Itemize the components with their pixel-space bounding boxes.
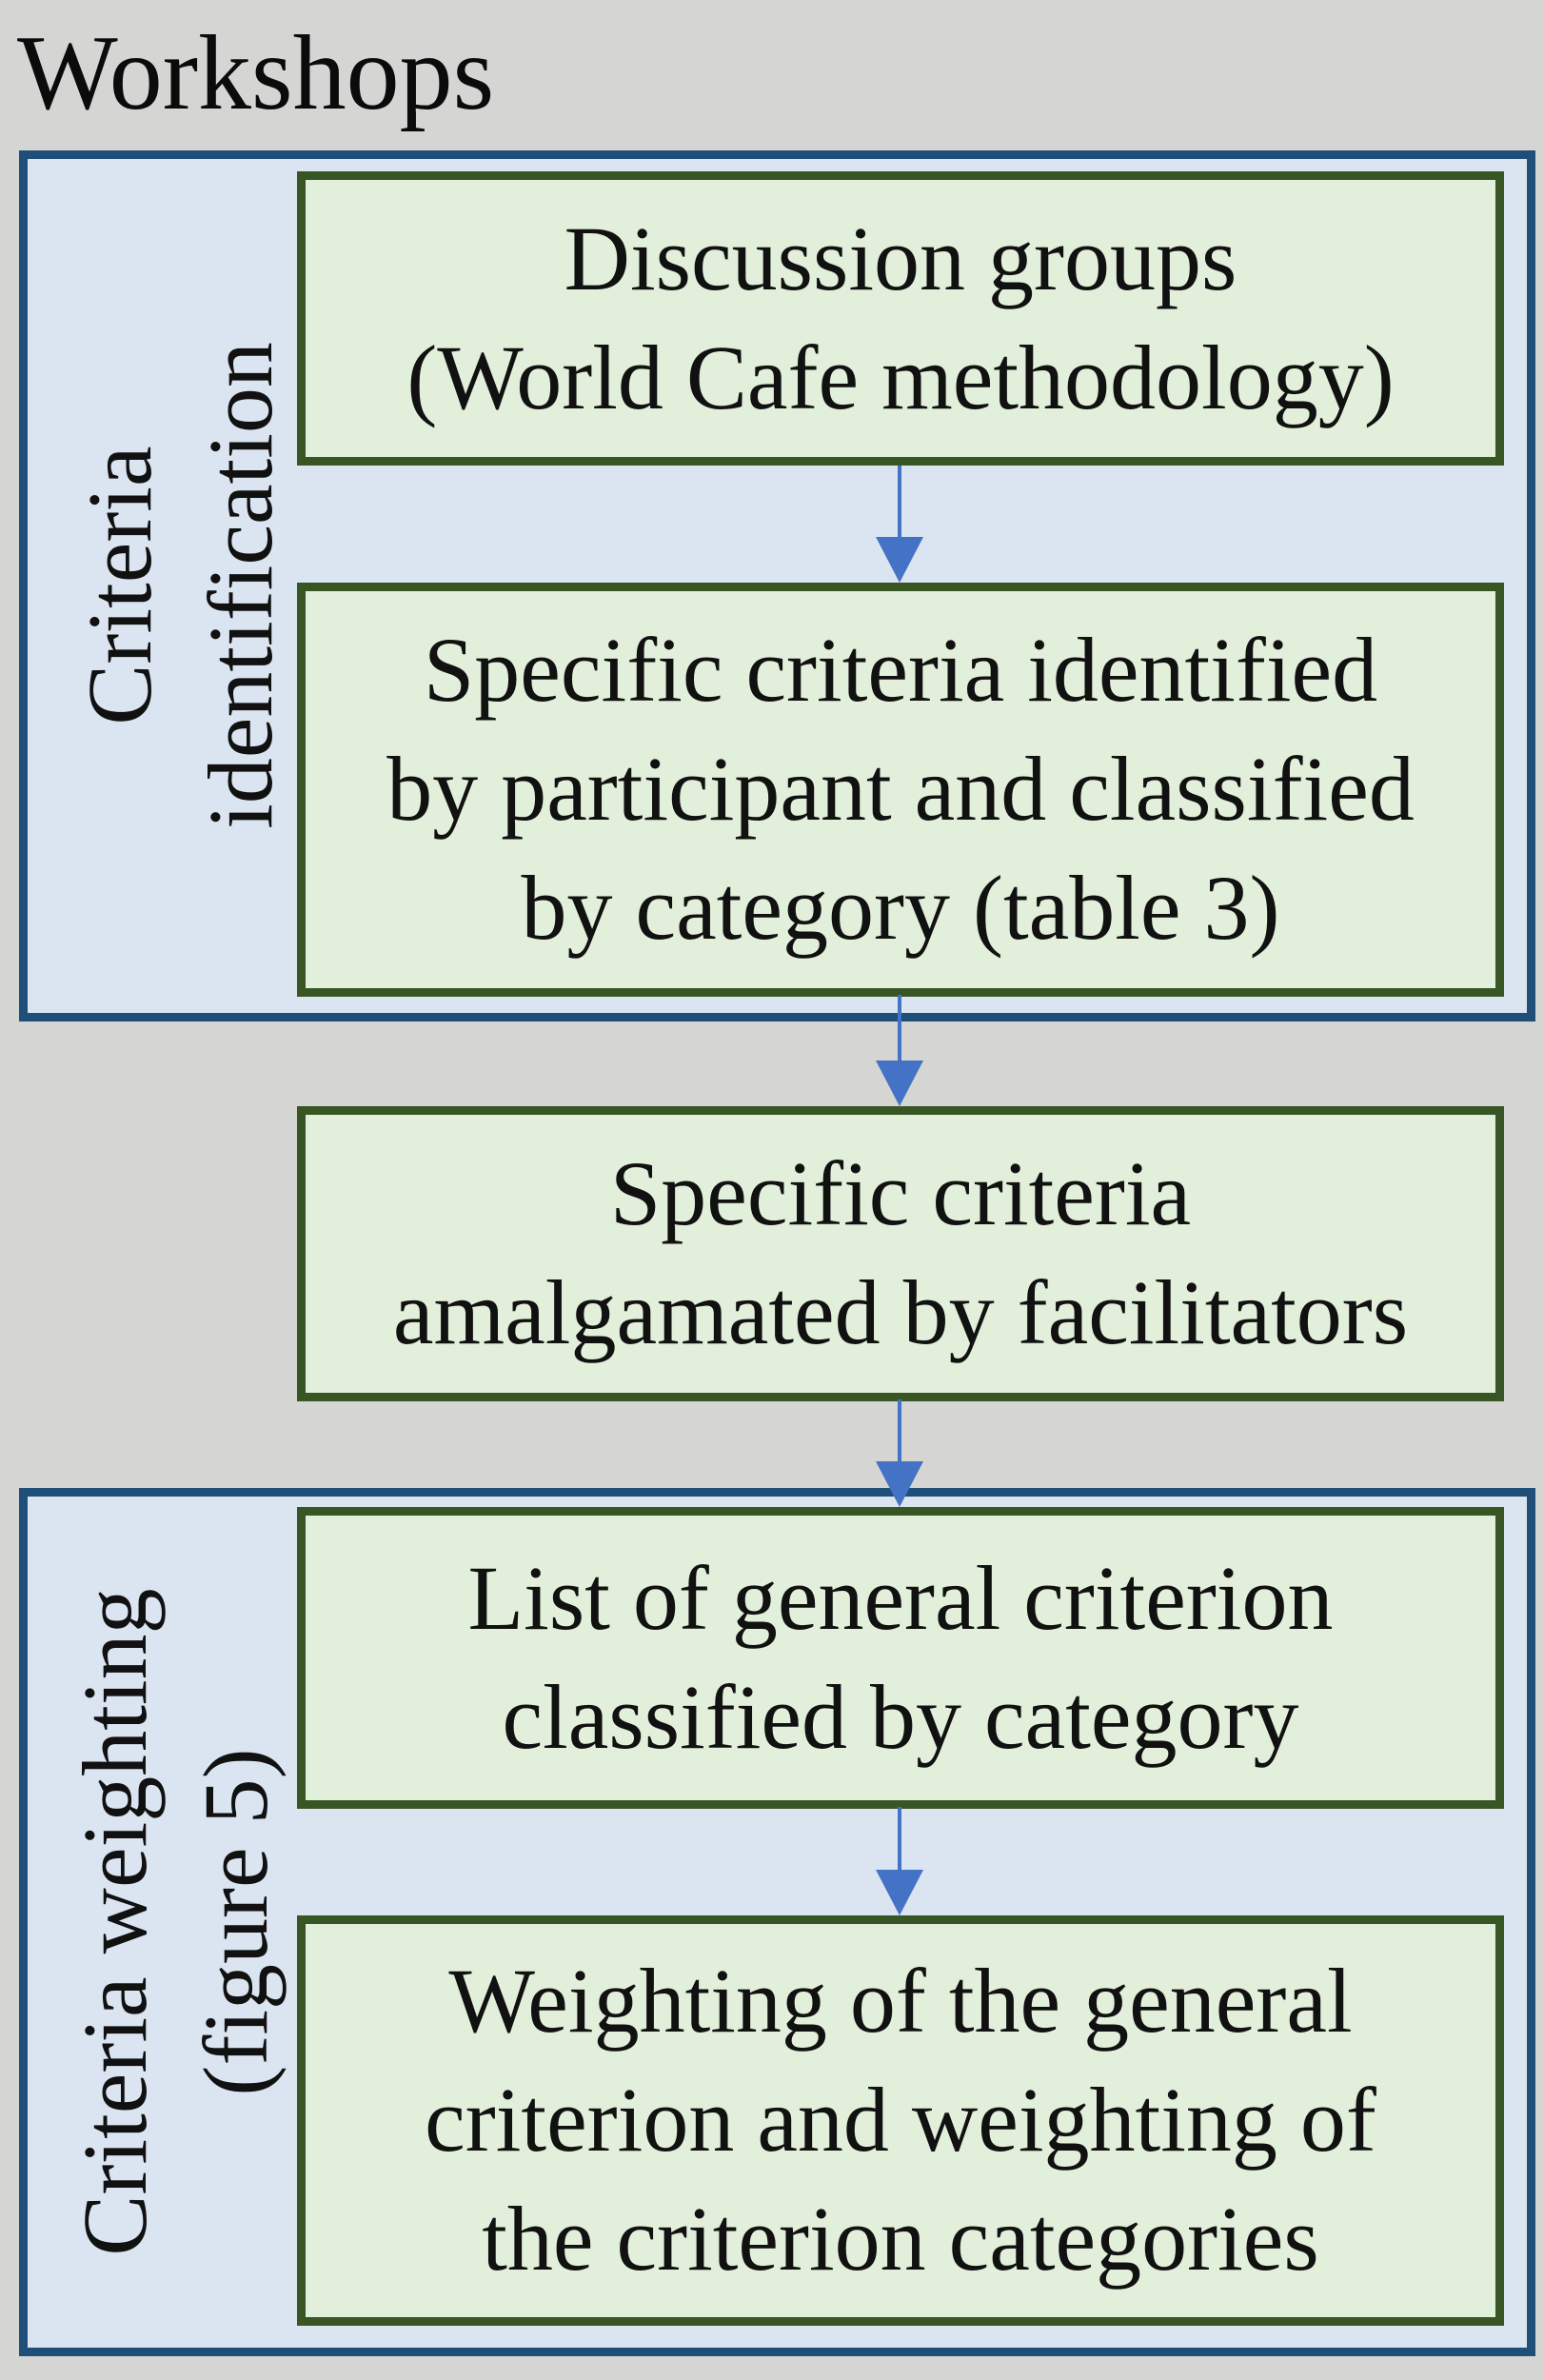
arrow-line [898, 1399, 901, 1465]
box-discussion-groups: Discussion groups (World Cafe methodolog… [297, 171, 1504, 466]
arrow-head-icon [876, 1061, 923, 1106]
down-arrow-2 [876, 995, 923, 1106]
criteria-identification-label: Criteria identification [69, 342, 291, 829]
arrow-head-icon [876, 1870, 923, 1915]
down-arrow-1 [876, 466, 923, 583]
diagram-title: Workshops [17, 14, 495, 132]
box-weighting-general-criterion: Weighting of the general criterion and w… [297, 1915, 1504, 2326]
box-criteria-amalgamated: Specific criteria amalgamated by facilit… [297, 1106, 1504, 1401]
box-specific-criteria-identified: Specific criteria identified by particip… [297, 583, 1504, 997]
arrow-line [898, 1807, 901, 1874]
down-arrow-4 [876, 1807, 923, 1915]
arrow-line [898, 466, 901, 541]
box-list-general-criterion: List of general criterion classified by … [297, 1507, 1504, 1809]
arrow-head-icon [876, 537, 923, 583]
arrow-head-icon [876, 1461, 923, 1507]
criteria-weighting-label: Criteria weighting (figure 5) [64, 1588, 287, 2256]
arrow-line [898, 995, 901, 1064]
down-arrow-3 [876, 1399, 923, 1507]
